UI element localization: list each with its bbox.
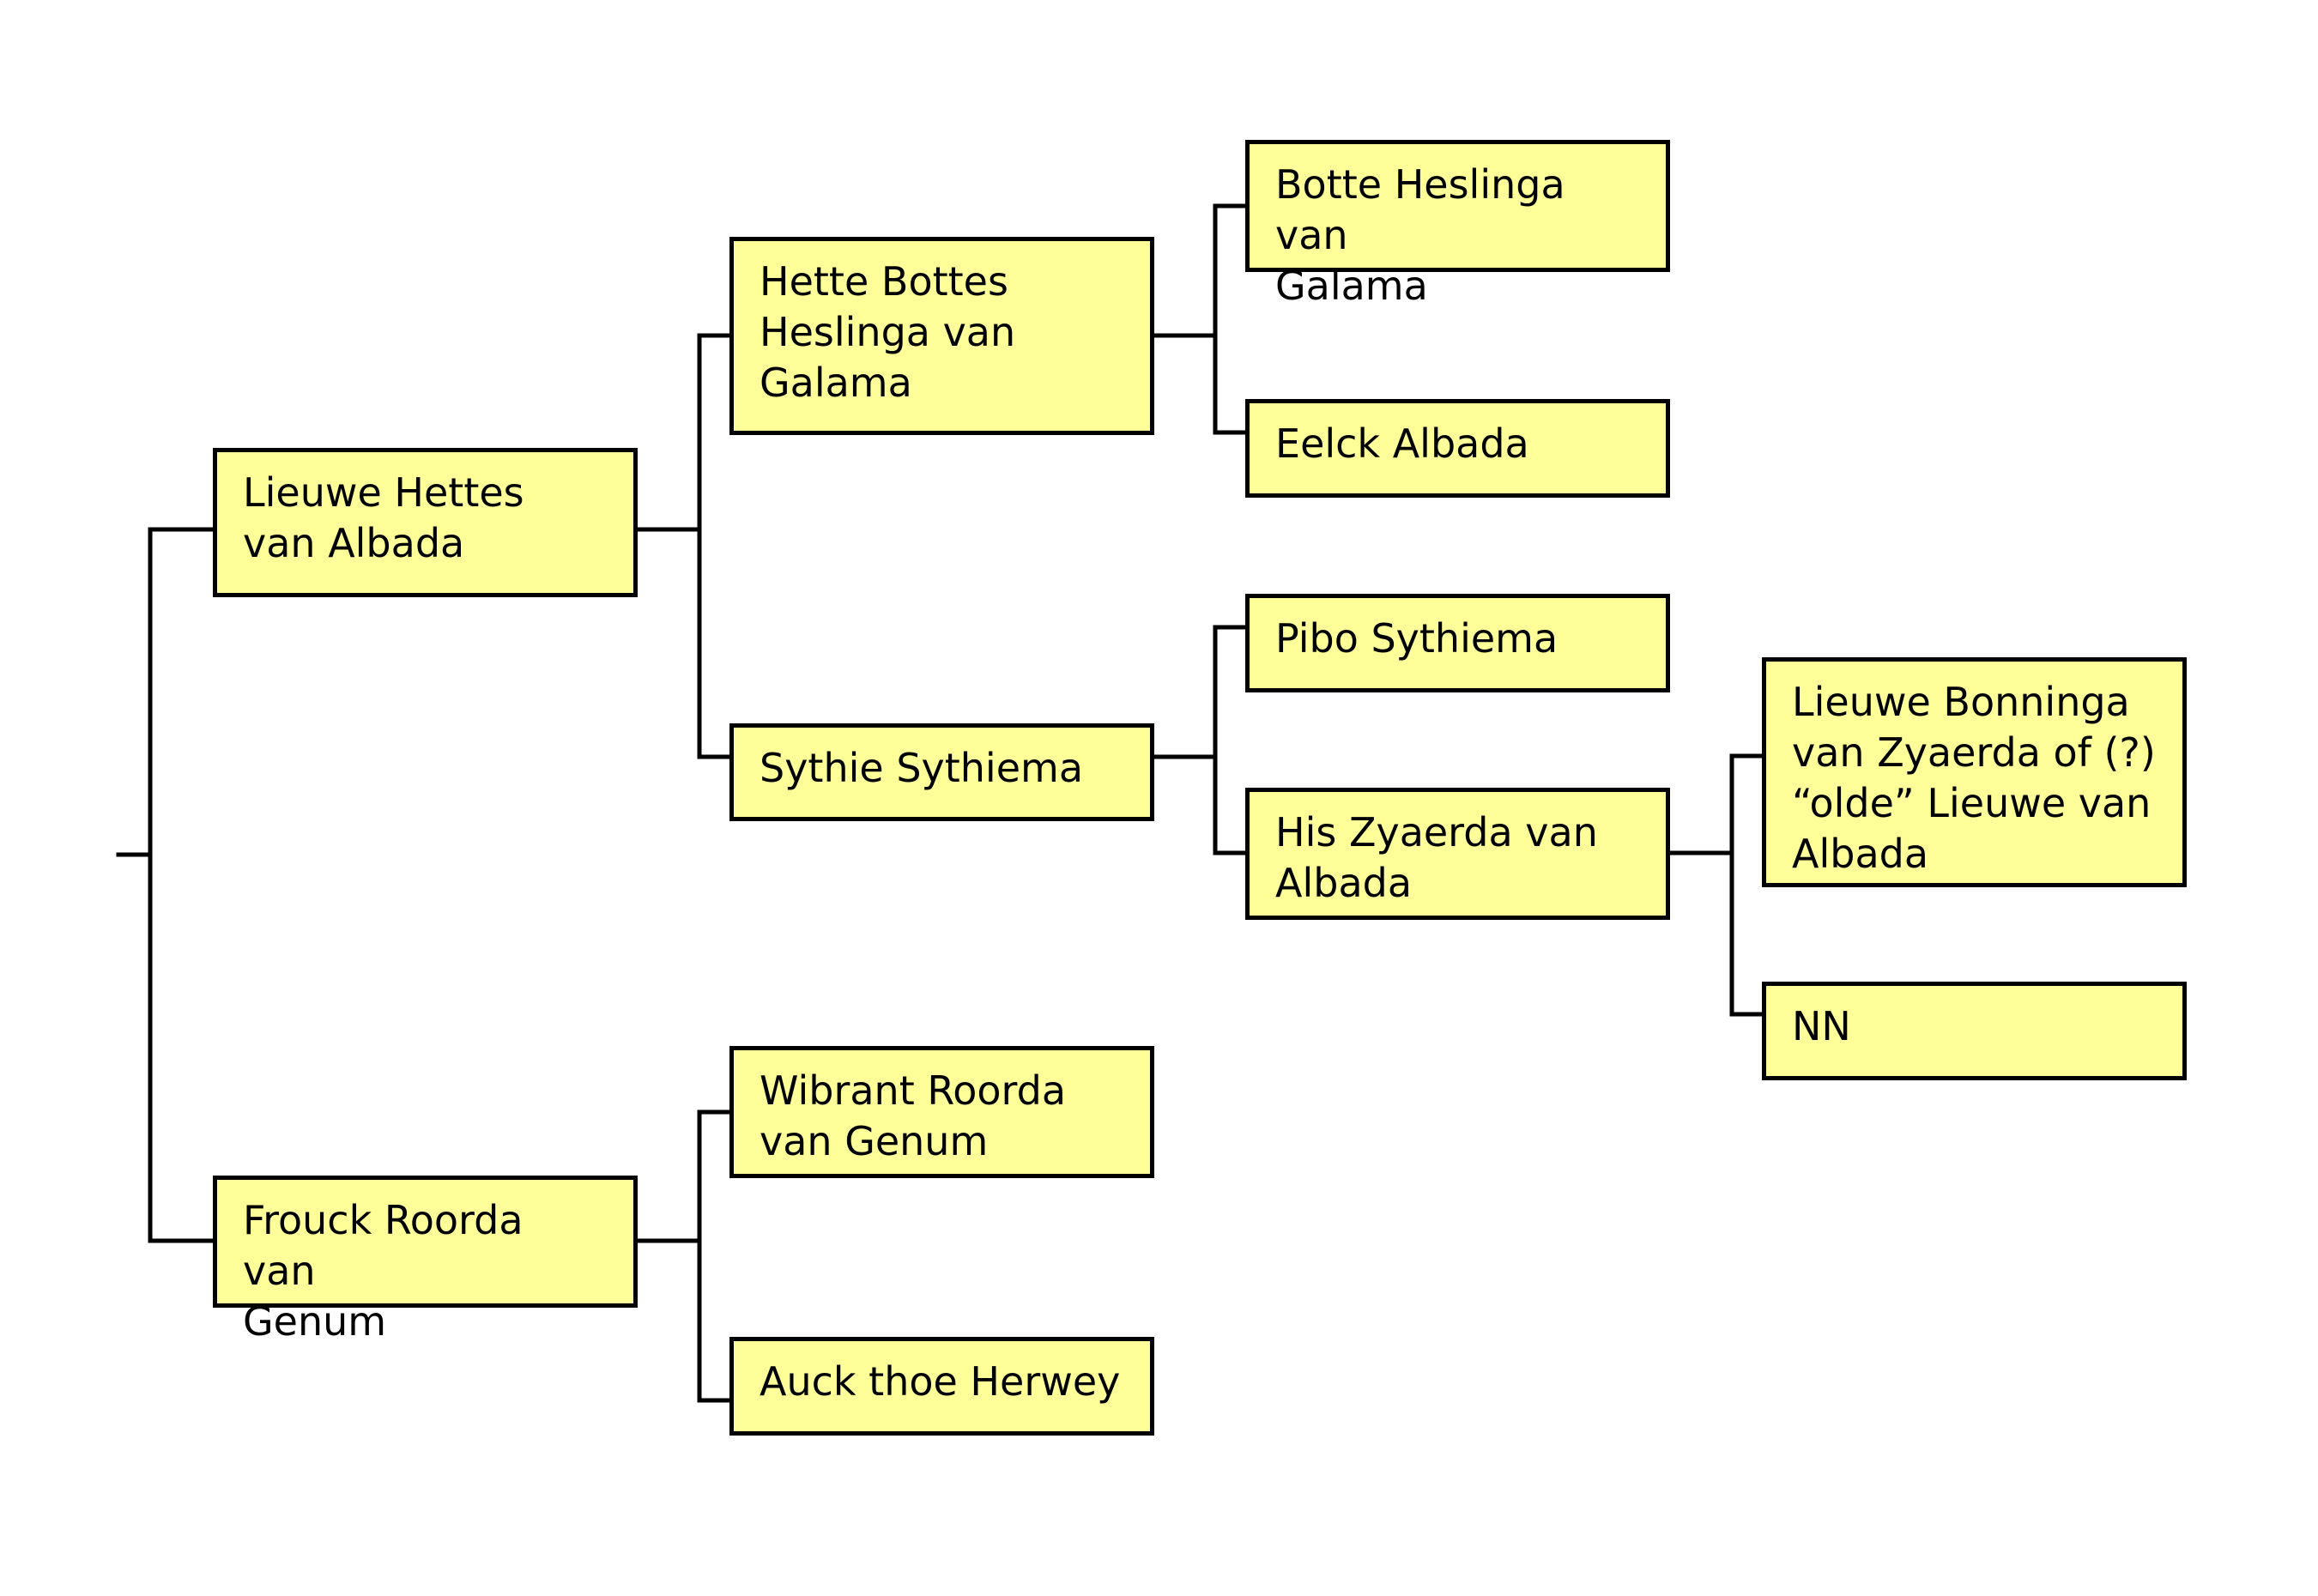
person-box-auck-thoe-herwey: Auck thoe Herwey bbox=[729, 1337, 1154, 1436]
person-box-lieuwe-hettes: Lieuwe Hettes van Albada bbox=[213, 448, 638, 597]
person-box-hette-bottes: Hette Bottes Heslinga van Galama bbox=[729, 237, 1154, 435]
person-box-his-zyaerda: His Zyaerda van Albada bbox=[1245, 788, 1670, 920]
person-box-pibo-sythiema: Pibo Sythiema bbox=[1245, 594, 1670, 692]
person-box-wibrant-roorda: Wibrant Roorda van Genum bbox=[729, 1046, 1154, 1178]
person-box-lieuwe-bonninga: Lieuwe Bonninga van Zyaerda of (?) “olde… bbox=[1762, 657, 2187, 887]
person-box-sythie-sythiema: Sythie Sythiema bbox=[729, 723, 1154, 821]
person-box-frouck-roorda: Frouck Roorda van Genum bbox=[213, 1176, 638, 1345]
person-box-eelck-albada: Eelck Albada bbox=[1245, 399, 1670, 498]
person-box-nn: NN bbox=[1762, 982, 2187, 1080]
person-box-botte-heslinga: Botte Heslinga van Galama bbox=[1245, 140, 1670, 309]
